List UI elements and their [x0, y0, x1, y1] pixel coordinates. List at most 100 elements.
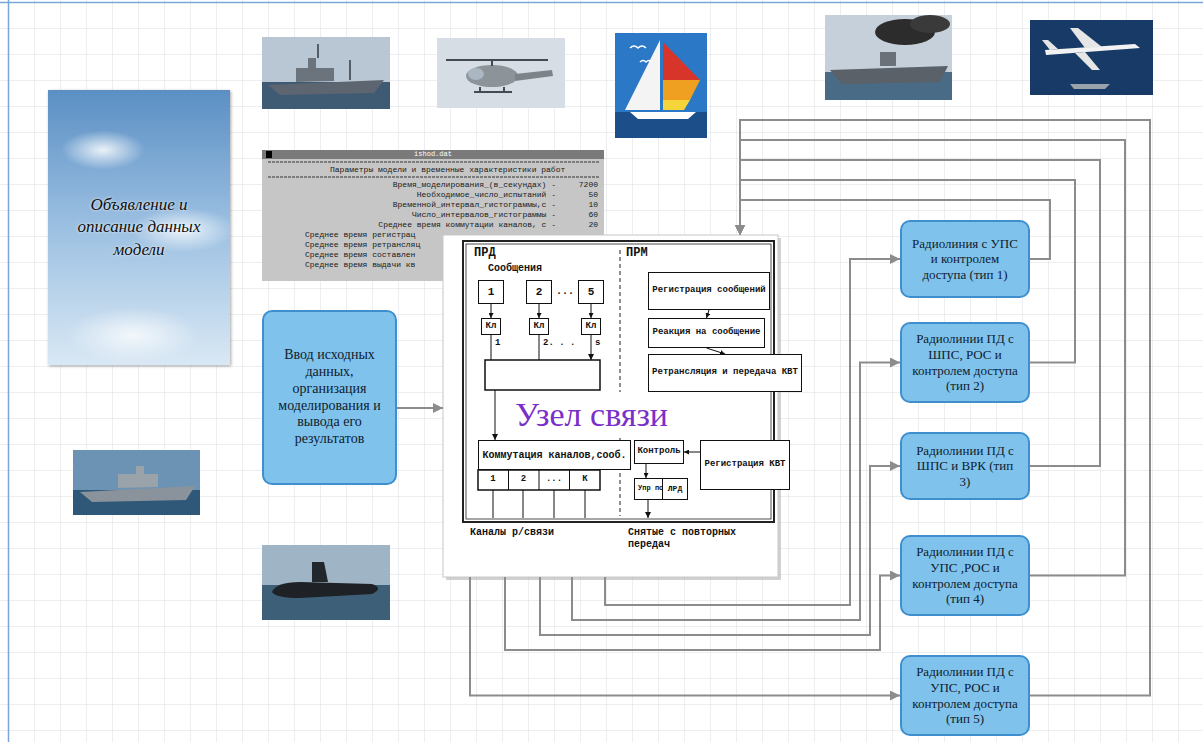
node-text: Кл — [586, 322, 597, 332]
node-text: Регистрация КВТ — [704, 460, 785, 470]
terminal-text: Параметры модели и временные характерист… — [330, 165, 565, 175]
terminal-text: Время_моделирования_(в_секундах) - — [393, 180, 556, 190]
frigate-photo — [80, 486, 195, 502]
connector-line — [707, 310, 710, 318]
carrier-photo — [910, 15, 950, 33]
label-slot: 50 — [588, 190, 598, 200]
message-box: 5 — [578, 280, 604, 304]
node-text: Контроль — [637, 447, 680, 457]
label-slot: 10 — [588, 200, 598, 210]
helicopter-photo — [515, 70, 553, 81]
connector-line — [740, 160, 1100, 466]
radio-line-box: Радиолиния с УПС и контролем доступа (ти… — [900, 220, 1030, 298]
scan-label: 1 — [490, 474, 495, 485]
sailboat-photo — [663, 100, 690, 110]
helicopter-photo — [437, 38, 565, 108]
aircraft-photo — [1030, 20, 1153, 95]
node-text: Объявление и описание данных модели — [60, 194, 218, 260]
label-slot: ... — [556, 286, 574, 298]
radio-line-box: Радиолинии ПД с ШПС, РОС и контролем дос… — [900, 322, 1030, 403]
label-slot: s — [595, 338, 600, 349]
terminal-text: 7200 — [579, 180, 598, 190]
terminal-text: 10 — [588, 200, 598, 210]
switch-box: Кл — [529, 318, 549, 335]
label-slot: 2 — [521, 474, 526, 485]
radio-line-box: Радиолинии ПД с ШПС и ВРК (тип 3) — [900, 432, 1030, 500]
node-text: ЛРД — [668, 485, 682, 494]
terminal-text: Среднее время ретрансляц — [305, 240, 420, 250]
submarine-photo — [262, 545, 390, 620]
scan-label: s — [595, 338, 600, 349]
scan-label: 2 — [521, 474, 526, 485]
scan-figure — [495, 390, 496, 440]
block-box: ЛРД — [662, 478, 688, 500]
submarine-photo — [312, 562, 328, 582]
label-slot: Каналы р/связи — [470, 527, 554, 539]
node-text: Коммутация каналов,сооб. — [482, 450, 626, 461]
scan-label: ПРД — [474, 246, 496, 260]
terminal-text: Среднее время регистрац — [305, 230, 415, 240]
sailboat-photo — [663, 42, 700, 80]
label-slot: 7200 — [579, 180, 598, 190]
scan-figure — [493, 490, 648, 518]
label-slot: Среднее время регистрац — [305, 230, 415, 240]
sailboat-photo — [615, 33, 707, 138]
label-slot: 60 — [588, 210, 598, 220]
label-slot: ПРД — [474, 246, 496, 260]
sailboat-photo — [630, 46, 652, 62]
scan-label: ... — [556, 286, 574, 298]
carrier-photo — [825, 15, 952, 100]
submarine-photo — [272, 582, 378, 598]
node-text: Кл — [534, 322, 545, 332]
label-slot: Время_моделирования_(в_секундах) - — [393, 180, 556, 190]
warship-photo — [262, 37, 390, 109]
radio-line-box: Радиолинии ПД с УПС ,РОС и контролем дос… — [900, 535, 1030, 616]
label-slot: ... — [546, 474, 562, 485]
block-box: Контроль — [634, 440, 684, 464]
block-box: Регистрация КВТ — [700, 440, 790, 490]
aircraft-photo — [1030, 20, 1153, 95]
label-slot: Необходимое_число_испытаний - — [417, 190, 556, 200]
scan-figure — [509, 470, 570, 490]
label-slot: Сообщения — [488, 263, 542, 275]
scan-label: Каналы р/связи — [470, 527, 554, 539]
scan-label: Сообщения — [488, 263, 542, 275]
connector-line — [470, 577, 900, 696]
carrier-photo — [830, 66, 948, 84]
submarine-photo — [262, 545, 390, 620]
node-text: Радиолинии ПД с ШПС, РОС и контролем дос… — [910, 331, 1020, 393]
terminal-text: 60 — [588, 210, 598, 220]
helicopter-photo — [466, 65, 518, 87]
label-slot: Снятые с повторных передач — [628, 527, 773, 551]
process-box: Ввод исходных данных, организация модели… — [262, 310, 397, 485]
connector-line — [539, 304, 540, 318]
scan-figure — [620, 250, 621, 516]
block-box: Регистрация сообщений — [648, 272, 770, 310]
connector-line — [605, 259, 900, 605]
node-text: Ввод исходных данных, организация модели… — [272, 347, 387, 448]
sailboat-photo — [630, 112, 696, 119]
hub-card — [443, 235, 781, 580]
terminal-text: 20 — [588, 220, 598, 230]
warship-photo — [296, 58, 334, 82]
block-box: Реакция на сообщение — [648, 318, 765, 348]
connector-line — [740, 120, 1150, 696]
scan-label: ПРМ — [626, 246, 648, 260]
node-text: Радиолинии ПД с УПС ,РОС и контролем дос… — [910, 544, 1020, 606]
terminal-text: Среднее время коммутации каналов, с - — [378, 220, 556, 230]
label-slot: 1 — [490, 474, 495, 485]
hub-card — [443, 235, 778, 577]
connector-line — [397, 407, 443, 409]
label-slot: Среднее время составлен — [305, 250, 415, 260]
aircraft-photo — [1070, 84, 1110, 89]
node-text: Кл — [486, 322, 497, 332]
frigate-photo — [73, 450, 200, 515]
scan-figure — [485, 360, 600, 390]
terminal-text: Среднее время составлен — [305, 250, 415, 260]
connector-line — [646, 464, 647, 478]
aircraft-photo — [1042, 40, 1058, 50]
label-slot: Среднее время коммутации каналов, с - — [378, 220, 556, 230]
